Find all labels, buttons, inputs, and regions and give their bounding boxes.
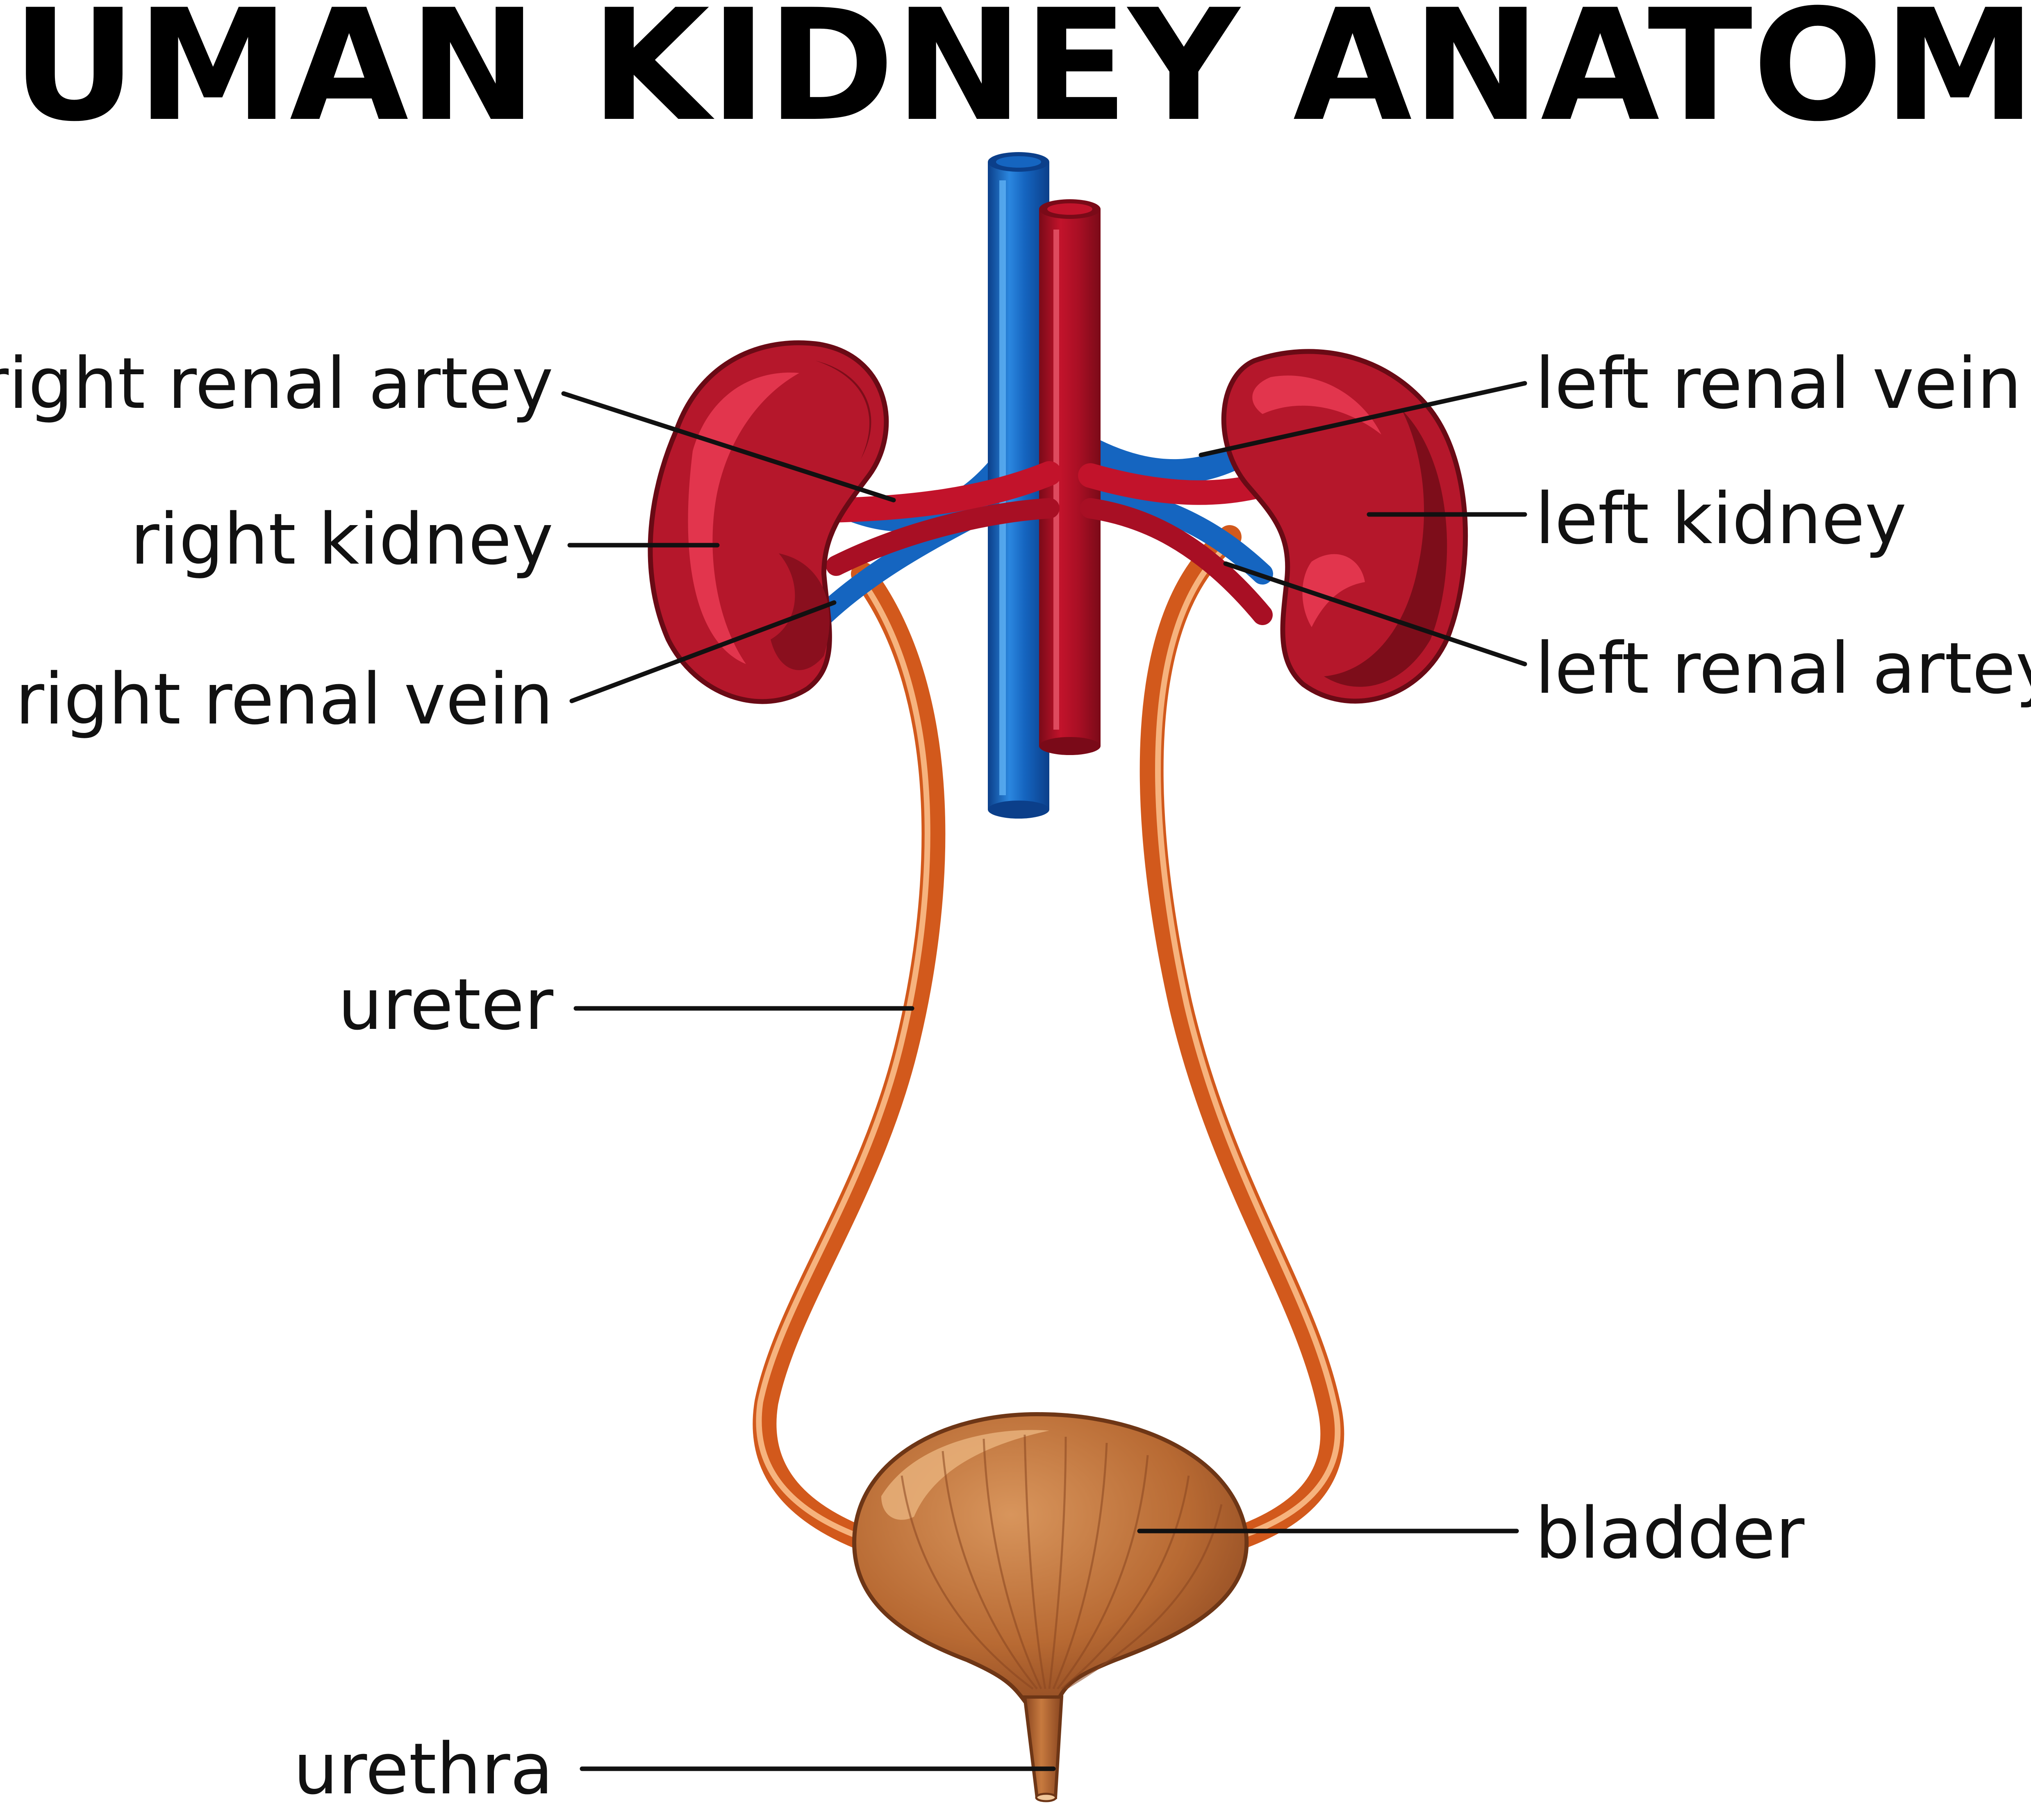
leader-left-renal-artery (1223, 561, 1527, 667)
leader-lines (561, 381, 1527, 1771)
right-renal-artery-branch (826, 498, 1060, 576)
label-left-kidney: left kidney (1535, 478, 1906, 560)
leader-right-renal-artery (561, 391, 896, 503)
renal-arteries (820, 461, 1279, 625)
bladder-striations (901, 1434, 1223, 1690)
left-renal-artery (1078, 463, 1279, 505)
right-kidney (648, 340, 889, 704)
left-ureter (1139, 525, 1344, 1553)
leader-right-renal-vein (569, 600, 837, 703)
label-right-kidney: right kidney (130, 498, 553, 580)
page-title: HUMAN KIDNEY ANATOMY (0, 0, 2031, 155)
right-ureter (753, 562, 946, 1553)
label-bladder: bladder (1535, 1492, 1805, 1574)
left-renal-artery-branch (1080, 498, 1273, 625)
bladder (852, 1412, 1249, 1703)
right-ureter-highlight (756, 573, 930, 1540)
left-renal-vein-lower (1076, 477, 1273, 585)
ureters (753, 525, 1344, 1553)
label-right-renal-vein: right renal vein (15, 658, 553, 740)
labels: right renal artey right kidney right ren… (0, 342, 2031, 1810)
right-renal-artery (820, 461, 1062, 523)
leader-left-renal-vein (1199, 381, 1527, 457)
label-ureter: ureter (338, 963, 553, 1046)
urethra (1023, 1695, 1064, 1802)
label-right-renal-artery: right renal artey (0, 342, 553, 425)
label-left-renal-artery: left renal artey (1535, 627, 2031, 710)
label-left-renal-vein: left renal vein (1535, 342, 2022, 425)
left-ureter-highlight (1155, 537, 1341, 1540)
label-urethra: urethra (293, 1728, 553, 1810)
